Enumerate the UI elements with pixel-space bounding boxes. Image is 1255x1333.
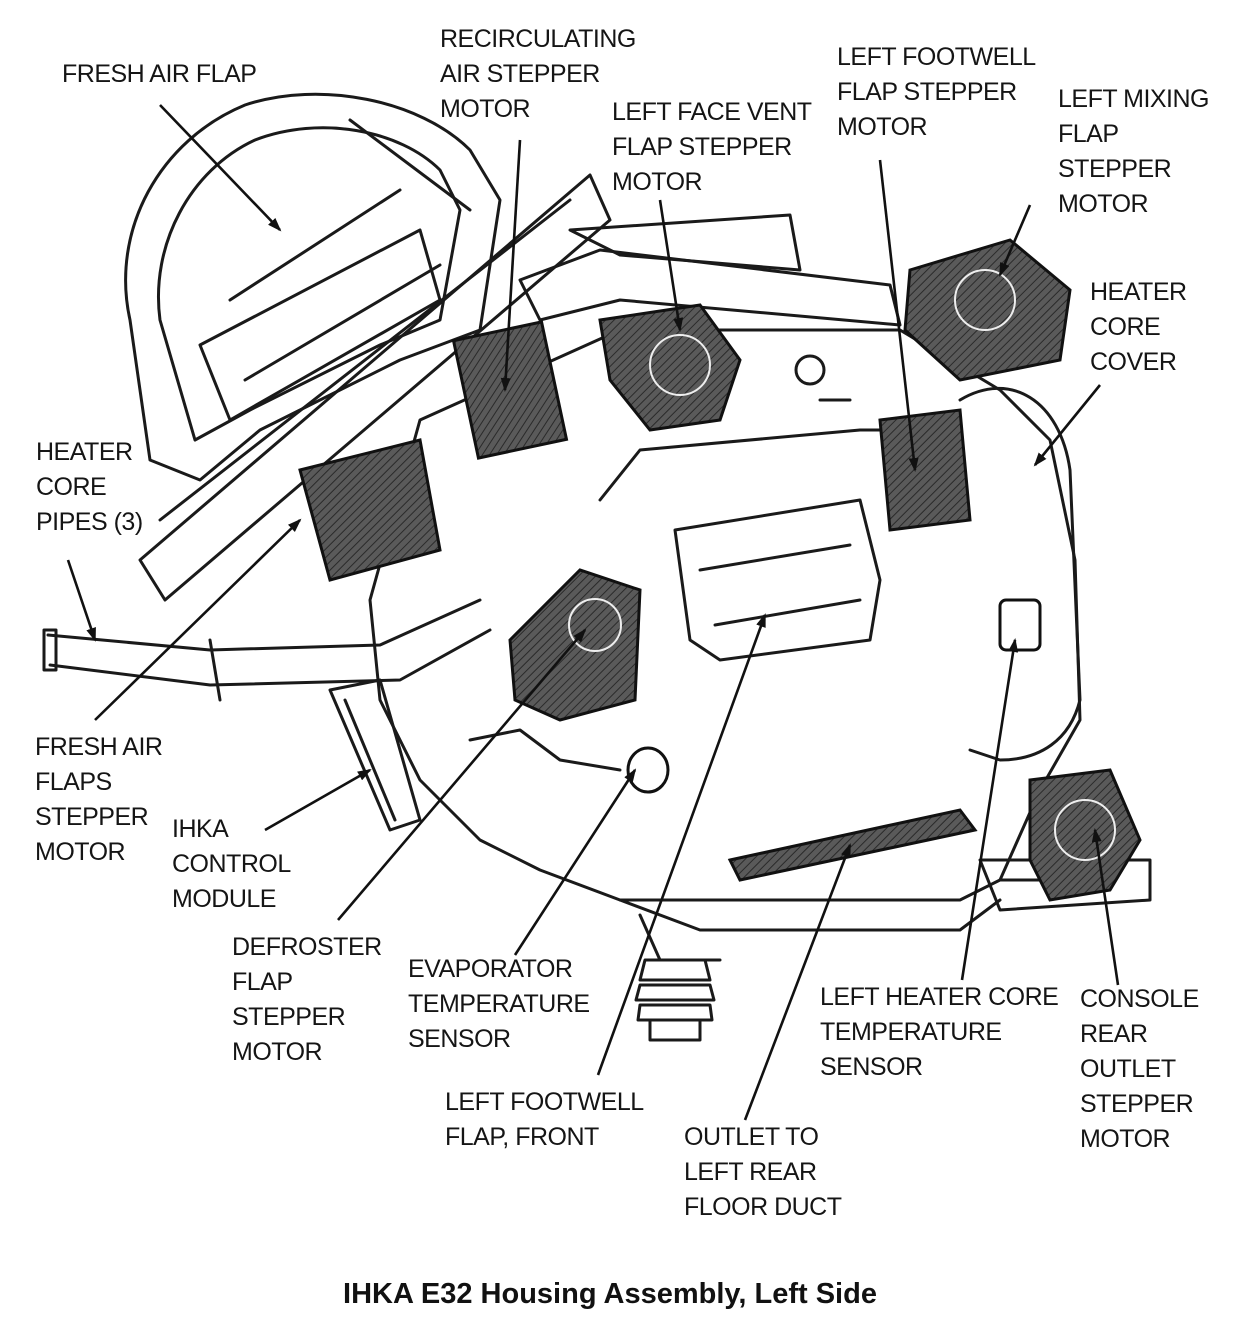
leader-fresh-air-flaps: [94, 518, 302, 721]
footwell-bellows: [634, 958, 716, 1042]
leader-left-footwell-motor: [878, 159, 919, 472]
label-heater-core-pipes: HEATER CORE PIPES (3): [36, 438, 143, 536]
footwell-motor-body: [878, 408, 972, 532]
leader-outlet-rear: [743, 843, 852, 1121]
leader-ihka: [264, 768, 372, 832]
left-mixing-motor-body: [903, 238, 1072, 382]
leader-evaporator: [513, 768, 637, 956]
central-panel: [673, 498, 882, 662]
left-face-vent-motor-body: [598, 303, 742, 432]
defroster-motor-body: [508, 568, 642, 722]
label-left-footwell-flap-stepper-motor: LEFT FOOTWELL FLAP STEPPER MOTOR: [837, 43, 1036, 141]
leader-fresh-air-flap: [159, 104, 282, 232]
label-left-face-vent-flap-stepper-motor: LEFT FACE VENT FLAP STEPPER MOTOR: [612, 98, 812, 196]
label-recirculating-air-stepper-motor: RECIRCULATING AIR STEPPER MOTOR: [440, 25, 636, 123]
leader-left-footwell-front: [596, 613, 767, 1076]
console-rear-motor-body: [1028, 768, 1142, 902]
ihka-control-module-box: [328, 678, 422, 832]
leader-heater-core-cover: [1033, 384, 1102, 467]
fresh-air-intake-shroud: [124, 92, 502, 482]
fresh-air-flaps-motor-body: [298, 438, 442, 582]
leader-left-face-vent: [658, 199, 684, 332]
label-console-rear-outlet-stepper-motor: CONSOLE REAR OUTLET STEPPER MOTOR: [1080, 985, 1199, 1153]
lower-trough: [618, 898, 1002, 932]
figure-caption: IHKA E32 Housing Assembly, Left Side: [343, 1278, 877, 1310]
leader-left-mixing: [998, 204, 1032, 277]
leader-defroster: [337, 628, 587, 921]
label-left-heater-core-temperature-sensor: LEFT HEATER CORE TEMPERATURE SENSOR: [820, 983, 1059, 1081]
label-heater-core-cover: HEATER CORE COVER: [1090, 278, 1187, 376]
leader-heater-core-pipes: [66, 559, 97, 642]
heater-core-pipes: [42, 598, 492, 702]
label-left-footwell-flap-front: LEFT FOOTWELL FLAP, FRONT: [445, 1088, 644, 1151]
label-fresh-air-flaps-stepper-motor: FRESH AIR FLAPS STEPPER MOTOR: [35, 733, 163, 866]
label-evaporator-temperature-sensor: EVAPORATOR TEMPERATURE SENSOR: [408, 955, 590, 1053]
leader-heater-core-sensor: [960, 638, 1019, 981]
label-outlet-to-left-rear-floor-duct: OUTLET TO LEFT REAR FLOOR DUCT: [684, 1123, 842, 1221]
leader-recirculating: [500, 139, 522, 392]
leader-console-rear: [1091, 828, 1120, 986]
label-ihka-control-module: IHKA CONTROL MODULE: [172, 815, 291, 913]
heater-core-cover: [958, 387, 1082, 762]
label-defroster-flap-stepper-motor: DEFROSTER FLAP STEPPER MOTOR: [232, 933, 382, 1066]
sensor-tubing: [468, 728, 622, 772]
label-left-mixing-flap-stepper-motor: LEFT MIXING FLAP STEPPER MOTOR: [1058, 85, 1210, 218]
label-fresh-air-flap: FRESH AIR FLAP: [62, 60, 257, 88]
recirculating-motor-body: [451, 320, 569, 460]
heater-core-sensor-clip: [998, 598, 1042, 652]
upper-plenum: [518, 248, 902, 327]
floor-duct-outlet: [727, 808, 978, 882]
